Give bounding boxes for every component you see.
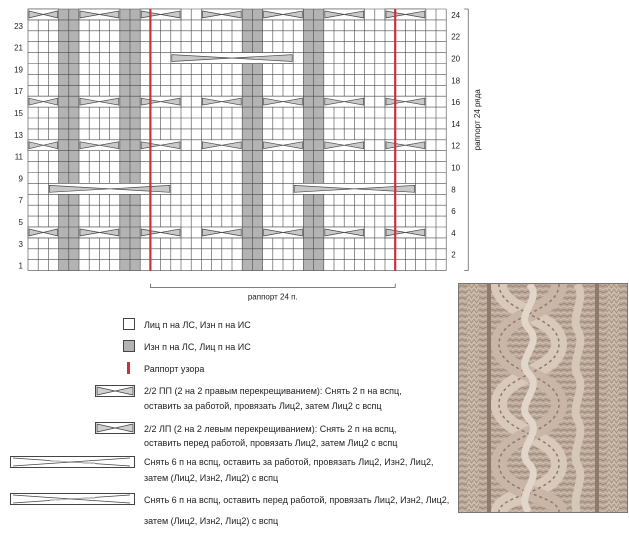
cable-6-back-icon [10, 456, 135, 468]
repeat-line-icon [127, 362, 130, 374]
cable-2x2-cross [385, 10, 426, 19]
stitch-repeat-label: раппорт 24 п. [248, 293, 298, 302]
cable-2x2-cross [79, 10, 120, 19]
row-number-right: 8 [451, 185, 456, 194]
row-number-right: 12 [451, 142, 460, 151]
row-number-left: 1 [19, 262, 24, 271]
cable-2x2-cross [385, 141, 426, 150]
row-number-left: 17 [14, 87, 23, 96]
row-number-left: 7 [19, 196, 24, 205]
legend-cable6-front-line2: затем (Лиц2, Изн2, Лиц2) с вспц [144, 516, 279, 526]
cable-left-cross-icon [95, 422, 135, 434]
cable-6x6-cross [49, 185, 171, 193]
cable-2x2-cross [202, 97, 242, 106]
cable-2x2-cross [202, 10, 242, 19]
row-number-right: 6 [451, 207, 456, 216]
cable-2x2-cross [324, 228, 364, 237]
cable-2x2-cross [263, 97, 303, 106]
row-number-right: 20 [451, 55, 460, 64]
cable-2x2-cross [28, 141, 58, 150]
knit-stitch-icon [123, 318, 135, 330]
legend-cable-right-line2: оставить за работой, провязать Лиц2, зат… [144, 401, 382, 411]
cable-6x6-cross [293, 185, 415, 193]
row-number-left: 13 [14, 131, 23, 140]
row-number-left: 19 [14, 65, 23, 74]
cable-6x6-cross [171, 54, 293, 62]
row-number-right: 24 [451, 11, 460, 20]
legend-cable-left-line1: 2/2 ЛП (2 на 2 левым перекрещиванием): С… [144, 424, 397, 434]
row-number-right: 14 [451, 120, 460, 129]
legend-repeat-label: Раппорт узора [144, 364, 205, 374]
swatch-photo [458, 283, 628, 513]
cable-2x2-cross [202, 228, 242, 237]
legend-cable6-back-line1: Снять 6 п на вспц, оставить за работой, … [144, 457, 434, 467]
row-number-right: 16 [451, 98, 460, 107]
row-number-left: 3 [19, 240, 24, 249]
row-number-right: 22 [451, 33, 460, 42]
cable-2x2-cross [263, 141, 303, 150]
cable-6-front-icon [10, 493, 135, 505]
purl-stitch-icon [123, 340, 135, 352]
cable-2x2-cross [79, 97, 120, 106]
legend-cable-left-line2: оставить перед работой, провязать Лиц2, … [144, 438, 398, 448]
row-number-left: 11 [15, 153, 24, 162]
cable-2x2-cross [28, 228, 58, 237]
cable-2x2-cross [263, 228, 303, 237]
cable-2x2-cross [28, 10, 58, 19]
row-number-left: 21 [14, 44, 23, 53]
row-number-right: 2 [451, 251, 456, 260]
row-repeat-label: раппорт 24 ряда [473, 89, 482, 151]
cable-2x2-cross [28, 97, 58, 106]
cable-right-cross-icon [95, 385, 135, 397]
row-number-left: 9 [19, 174, 24, 183]
legend-cable6-front-line1: Снять 6 п на вспц, оставить перед работо… [144, 495, 450, 505]
cable-2x2-cross [140, 141, 181, 150]
legend-cable-right-line1: 2/2 ПП (2 на 2 правым перекрещиванием): … [144, 386, 402, 396]
row-number-right: 4 [451, 229, 456, 238]
row-number-right: 18 [451, 76, 460, 85]
cable-2x2-cross [324, 10, 364, 19]
legend-purl-label: Изн п на ЛС, Лиц п на ИС [144, 342, 251, 352]
cable-2x2-cross [263, 10, 303, 19]
legend-cable6-back-line2: затем (Лиц2, Изн2, Лиц2) с вспц [144, 473, 279, 483]
cable-2x2-cross [324, 141, 364, 150]
cable-2x2-cross [324, 97, 364, 106]
cable-2x2-cross [202, 141, 242, 150]
row-number-left: 23 [14, 22, 23, 31]
knitted-cable-swatch-image [459, 284, 627, 512]
cable-2x2-cross [79, 228, 120, 237]
row-number-left: 5 [19, 218, 24, 227]
row-number-right: 10 [451, 164, 460, 173]
legend-knit-label: Лиц п на ЛС, Изн п на ИС [144, 320, 251, 330]
cable-2x2-cross [79, 141, 120, 150]
row-number-left: 15 [14, 109, 23, 118]
